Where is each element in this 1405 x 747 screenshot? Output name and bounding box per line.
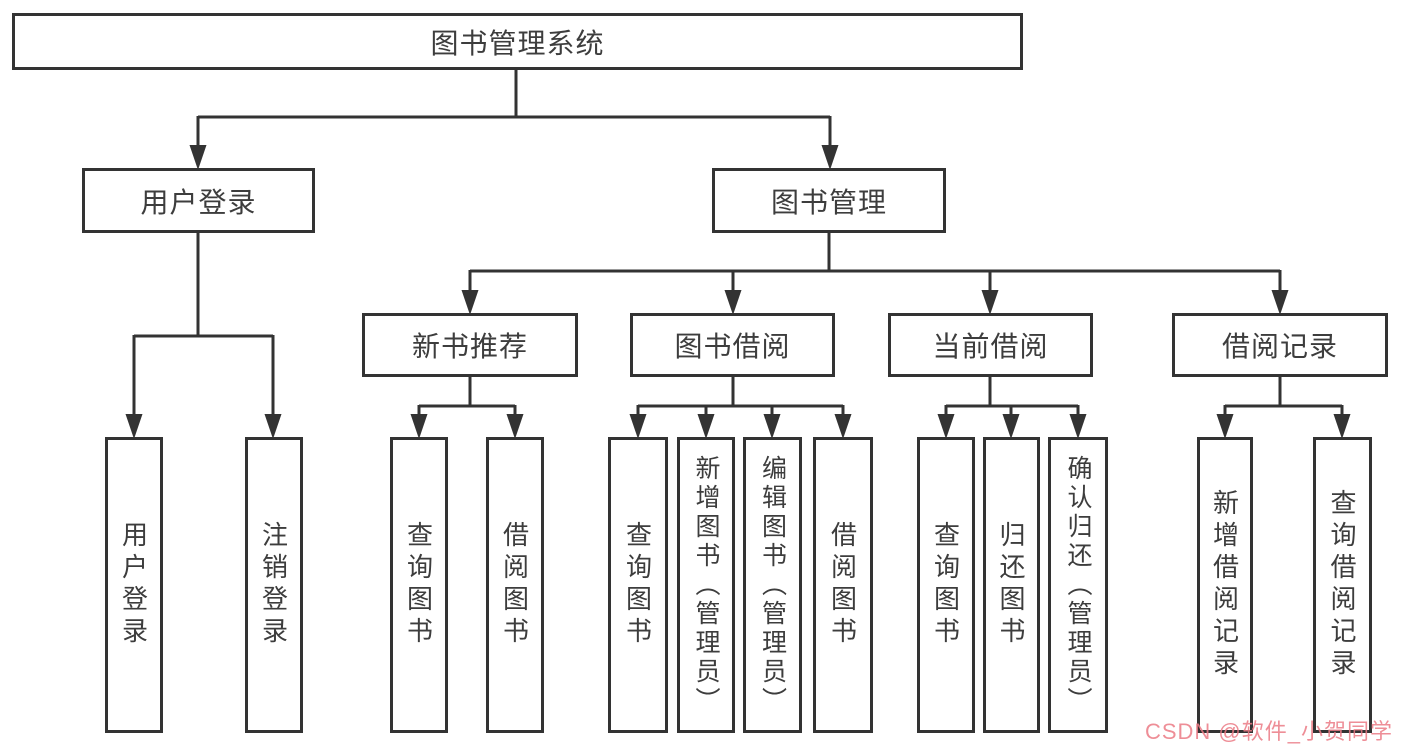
node-label: 当前借阅 xyxy=(932,331,1049,362)
node-book-borrow: 图书借阅 xyxy=(630,313,835,377)
node-label: 查询图书 xyxy=(930,521,961,649)
leaf-query-borrow-record: 查询借阅记录 xyxy=(1313,437,1372,733)
node-label: 归还图书 xyxy=(996,521,1026,649)
connector-bookmgmt-to-level3 xyxy=(468,233,1282,294)
leaf-user-login: 用户登录 xyxy=(105,437,163,733)
leaf-borrow-book: 借阅图书 xyxy=(813,437,873,733)
arrowhead xyxy=(1271,290,1289,315)
node-label: 图书借阅 xyxy=(674,331,791,362)
arrowhead xyxy=(937,414,955,439)
leaf-edit-book-admin: 编辑图书（管理员） xyxy=(743,437,802,733)
leaf-query-book-borrow: 查询图书 xyxy=(608,437,668,733)
leaf-add-borrow-record: 新增借阅记录 xyxy=(1197,437,1253,733)
node-label: 用户登录 xyxy=(118,521,149,649)
arrowhead xyxy=(834,414,852,439)
connector-borrow-to-leaves xyxy=(636,377,845,418)
arrowhead xyxy=(461,290,479,315)
arrowhead xyxy=(1216,414,1234,439)
node-root: 图书管理系统 xyxy=(12,13,1023,70)
connector-userlogin-to-leaves xyxy=(132,233,275,418)
node-label: 图书管理系统 xyxy=(430,27,605,59)
arrowhead xyxy=(506,414,524,439)
node-user-login: 用户登录 xyxy=(82,168,315,233)
connector-recommend-to-leaves xyxy=(417,377,517,418)
node-label: 新书推荐 xyxy=(411,331,528,362)
arrowhead xyxy=(189,145,207,170)
arrowhead xyxy=(724,290,742,315)
node-label: 注销登录 xyxy=(258,521,289,649)
arrowhead xyxy=(821,145,839,170)
leaf-borrow-book-recommend: 借阅图书 xyxy=(486,437,544,733)
node-new-book-recommend: 新书推荐 xyxy=(362,313,578,377)
arrowhead xyxy=(410,414,428,439)
node-label: 新增借阅记录 xyxy=(1209,489,1240,681)
node-label: 新增图书（管理员） xyxy=(692,454,720,716)
node-label: 编辑图书（管理员） xyxy=(758,454,787,716)
node-label: 借阅图书 xyxy=(827,521,858,649)
leaf-query-book-current: 查询图书 xyxy=(917,437,975,733)
leaf-logout: 注销登录 xyxy=(245,437,303,733)
node-current-borrow: 当前借阅 xyxy=(888,313,1093,377)
node-label: 借阅记录 xyxy=(1221,331,1338,362)
leaf-confirm-return-admin: 确认归还（管理员） xyxy=(1048,437,1108,733)
node-label: 确认归还（管理员） xyxy=(1064,454,1092,716)
node-label: 查询借阅记录 xyxy=(1327,489,1357,681)
node-label: 查询图书 xyxy=(403,521,434,649)
arrowhead xyxy=(763,414,781,439)
arrowhead xyxy=(697,414,715,439)
connector-current-to-leaves xyxy=(944,377,1080,418)
connector-root-to-level2 xyxy=(196,70,832,149)
leaf-add-book-admin: 新增图书（管理员） xyxy=(677,437,735,733)
arrowhead xyxy=(125,414,143,439)
arrowhead xyxy=(1333,414,1351,439)
node-borrow-records: 借阅记录 xyxy=(1172,313,1388,377)
node-book-management: 图书管理 xyxy=(712,168,946,233)
arrowhead xyxy=(1002,414,1020,439)
arrowhead xyxy=(981,290,999,315)
node-label: 用户登录 xyxy=(140,186,257,218)
node-label: 查询图书 xyxy=(622,521,653,649)
arrowhead xyxy=(629,414,647,439)
connector-records-to-leaves xyxy=(1223,377,1344,418)
leaf-return-book: 归还图书 xyxy=(983,437,1040,733)
arrowhead xyxy=(264,414,282,439)
node-label: 图书管理 xyxy=(770,186,887,218)
arrowhead xyxy=(1069,414,1087,439)
leaf-query-book-recommend: 查询图书 xyxy=(390,437,448,733)
csdn-watermark: CSDN @软件_小贺同学 xyxy=(1144,719,1393,744)
node-label: 借阅图书 xyxy=(499,521,530,649)
